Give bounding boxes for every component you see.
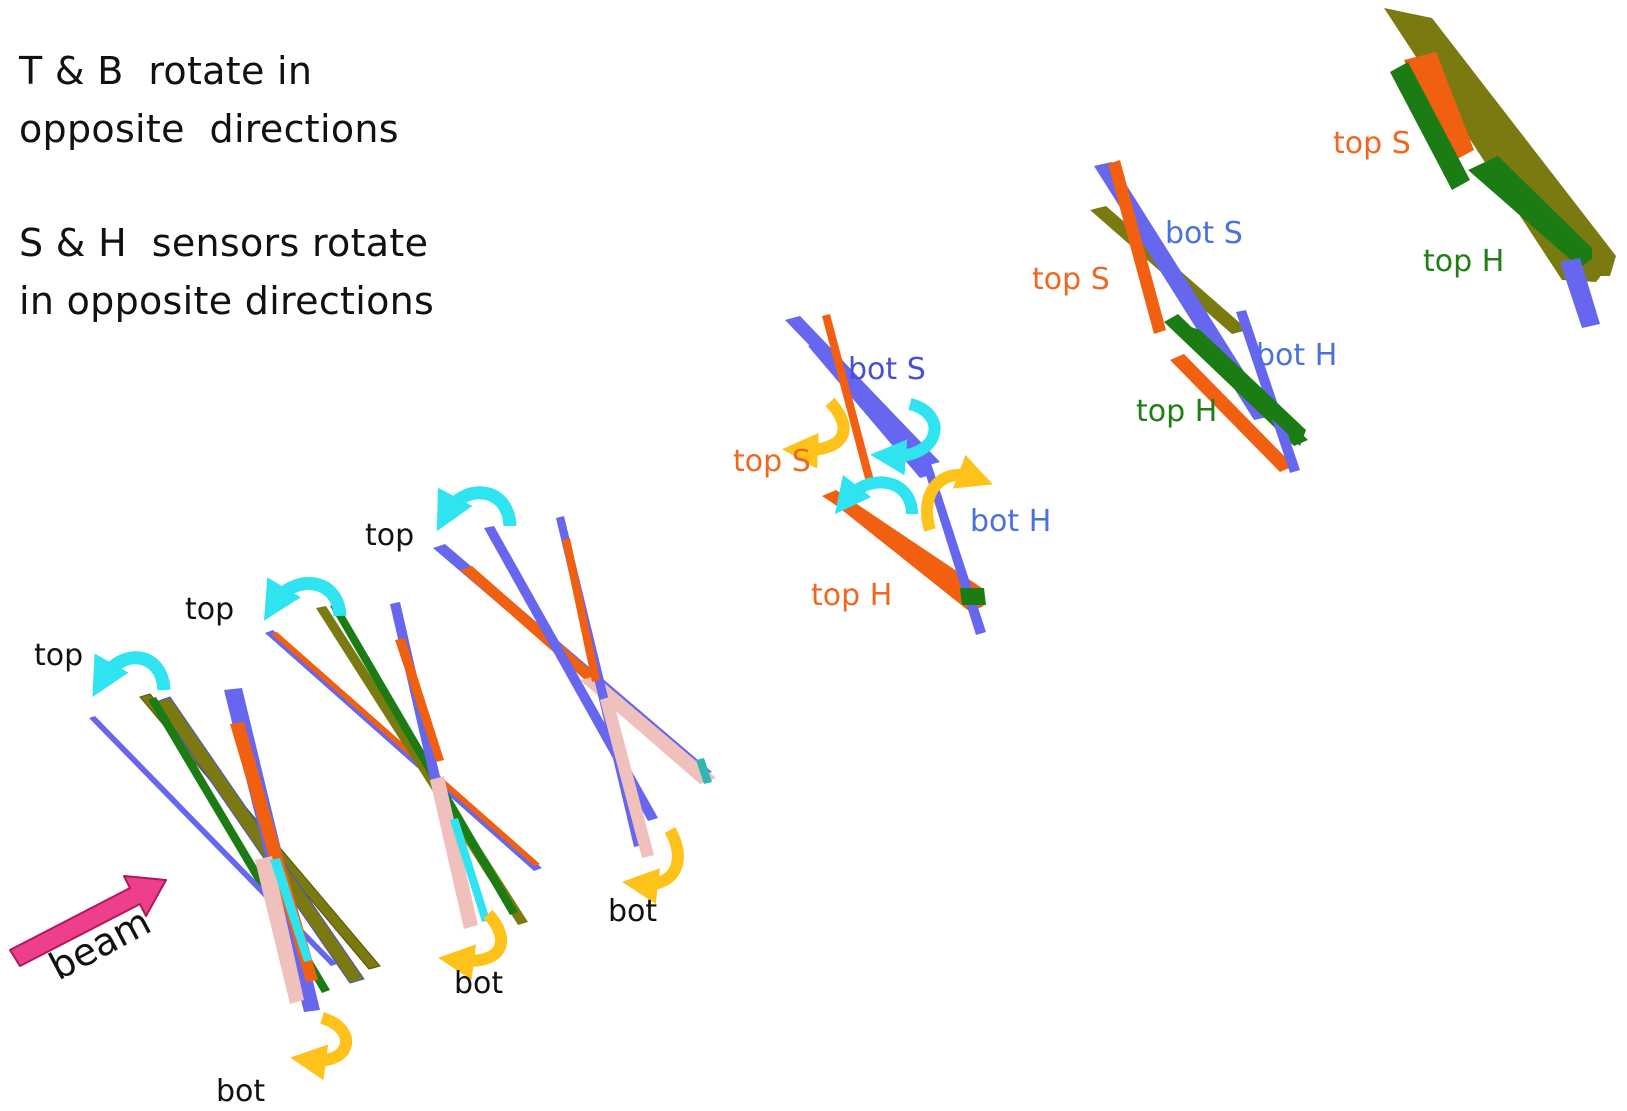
- note-line-4: in opposite directions: [19, 279, 435, 323]
- sensor-strip: [460, 566, 604, 686]
- sensor-strip: [271, 632, 540, 866]
- sensor-strip: [1108, 160, 1166, 334]
- curved-arrow-down-icon: [870, 398, 941, 476]
- sensor-strip: [1170, 320, 1306, 446]
- sensor-strip: [255, 856, 304, 1004]
- note-line-2: opposite directions: [19, 107, 399, 151]
- sensor-strip: [395, 638, 444, 762]
- sensor-strip: [1170, 354, 1294, 472]
- sensor-strip: [1560, 258, 1600, 328]
- sensor-strip: [1404, 52, 1474, 164]
- sensor-strip: [600, 696, 654, 858]
- curved-arrow-down-icon: [438, 909, 508, 981]
- module-5-top-h-label: top H: [1136, 394, 1218, 429]
- sensor-strip: [330, 604, 518, 915]
- sensor-strip: [430, 776, 478, 929]
- module-4: [785, 314, 986, 635]
- module-4-bot-h-label: bot H: [970, 504, 1052, 539]
- module-6-top-s-label: top S: [1333, 126, 1411, 161]
- note-line-3: S & H sensors rotate: [19, 221, 429, 265]
- module-2: [265, 602, 542, 929]
- module-4-bot-s-label: bot S: [848, 352, 926, 387]
- sensor-strip: [822, 314, 876, 490]
- sensor-strip: [270, 858, 312, 962]
- module-6-top-h-label: top H: [1423, 244, 1505, 279]
- curved-arrow-left-icon: [92, 651, 171, 697]
- curved-arrow-right-icon: [921, 454, 993, 532]
- module-5: [1090, 160, 1308, 473]
- sensor-strip: [832, 496, 984, 612]
- top-label-2: top: [185, 592, 235, 627]
- sensor-strip: [960, 588, 986, 605]
- curved-arrow-left-icon: [263, 577, 347, 621]
- curved-arrow-down-icon: [782, 397, 850, 469]
- sensor-strip: [1468, 156, 1598, 268]
- curved-arrow-left-icon: [834, 474, 918, 515]
- module-6: [1384, 8, 1616, 328]
- sensor-strip: [1592, 248, 1616, 276]
- module-4-top-h-label: top H: [811, 578, 893, 613]
- rotation-notes: T & B rotate in opposite directions: [19, 42, 399, 158]
- module-3: [433, 516, 716, 858]
- note-line-1: T & B rotate in: [19, 49, 313, 93]
- sensor-strip: [450, 818, 490, 922]
- sensor-strip: [580, 676, 716, 784]
- module-5-bot-h-label: bot H: [1256, 338, 1338, 373]
- top-label-3: top: [365, 518, 415, 553]
- curved-arrow-left-icon: [436, 486, 517, 532]
- sensor-strip: [696, 758, 712, 784]
- curved-arrow-down-icon: [622, 827, 684, 904]
- sensor-notes: S & H sensors rotate in opposite directi…: [19, 214, 434, 330]
- module-4-top-s-label: top S: [733, 444, 811, 479]
- bot-label-2: bot: [454, 966, 504, 1001]
- curved-arrow-down-icon: [290, 1012, 353, 1081]
- module-5-top-s-label: top S: [1032, 262, 1110, 297]
- sensor-strip: [1390, 62, 1470, 190]
- bot-label-3: bot: [608, 894, 658, 929]
- bot-label-1: bot: [216, 1074, 266, 1109]
- sensor-strip: [562, 538, 600, 682]
- sensor-strip: [1236, 310, 1300, 473]
- module-5-bot-s-label: bot S: [1165, 216, 1243, 251]
- beam-arrow-icon: [9, 875, 167, 967]
- sensor-strip: [155, 696, 365, 984]
- sensor-strip: [1094, 162, 1272, 420]
- module-1: [89, 688, 381, 1012]
- top-label-1: top: [34, 638, 84, 673]
